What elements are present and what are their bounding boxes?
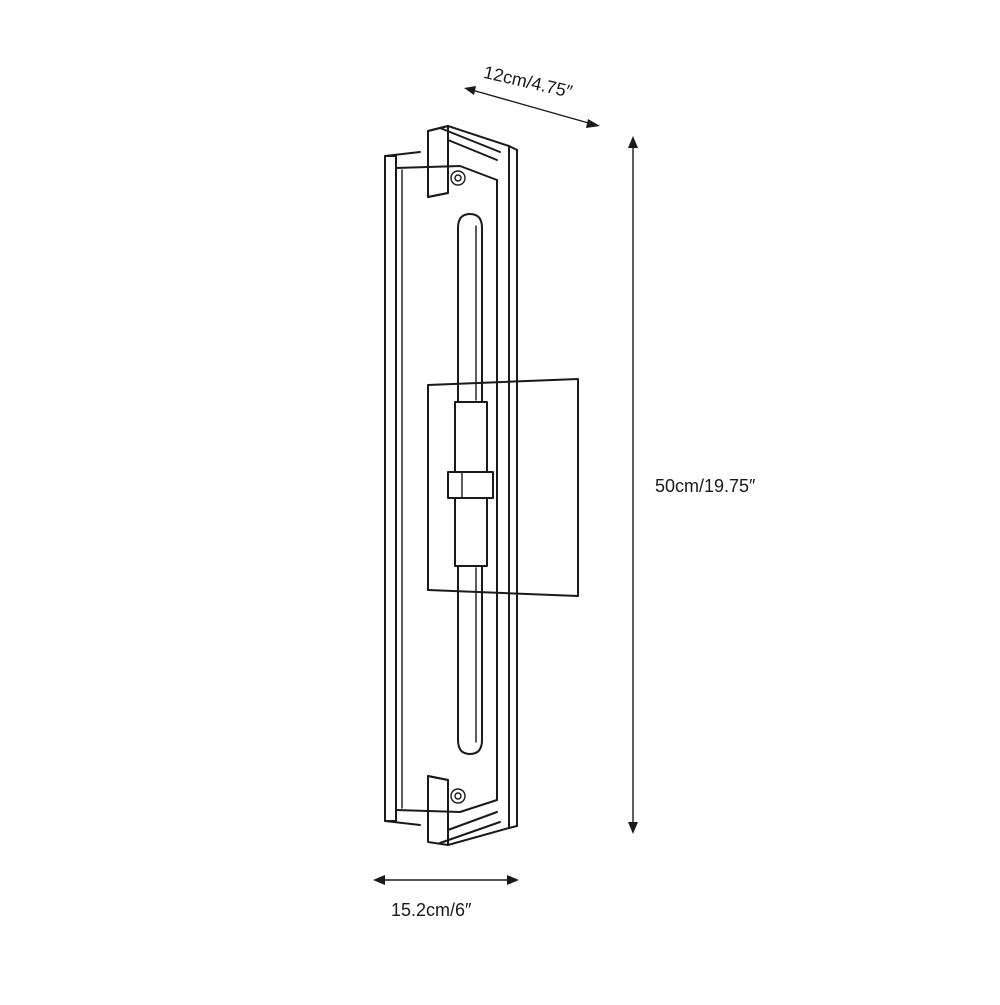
wall-backplate — [427, 378, 579, 597]
upper-tube-bulb — [457, 213, 483, 403]
frame-inner — [395, 165, 498, 813]
lower-tube-bulb — [457, 565, 483, 755]
height-label: 50cm/19.75″ — [655, 476, 756, 496]
width-label: 15.2cm/6″ — [391, 900, 472, 920]
socket-assembly — [447, 401, 494, 567]
width-dimension-arrow — [373, 875, 519, 885]
height-dimension-arrow — [628, 136, 638, 834]
frame-outer — [384, 151, 421, 826]
depth-dimension-arrow — [464, 86, 600, 128]
frame-side-rails — [496, 145, 518, 829]
bottom-bracket — [427, 775, 510, 846]
top-bracket — [427, 125, 510, 198]
